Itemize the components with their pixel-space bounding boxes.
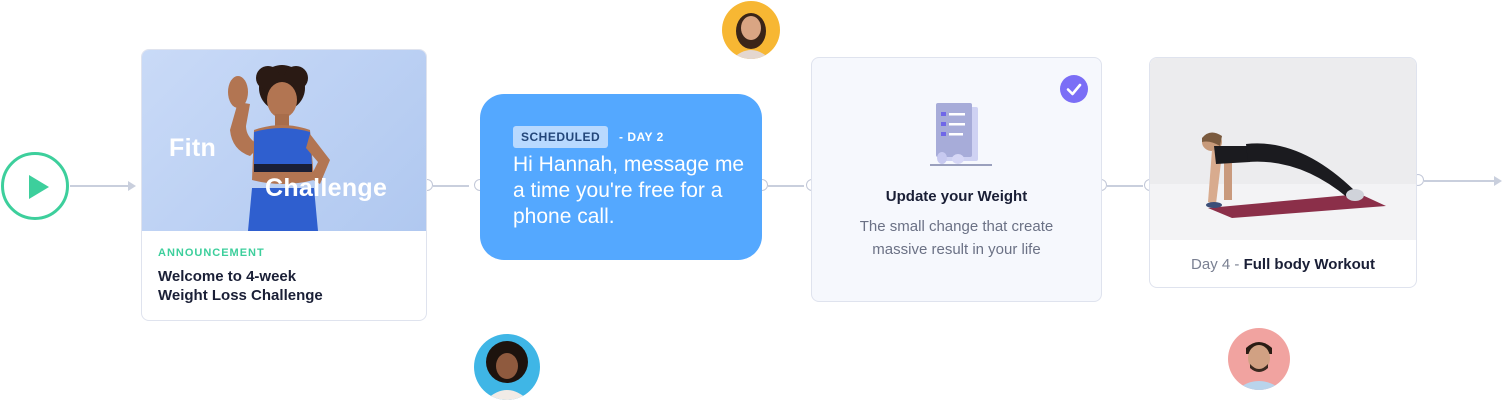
announcement-title-line1: Welcome to 4-week xyxy=(158,268,297,285)
arrowhead-end xyxy=(1494,176,1502,186)
workout-caption: Day 4 - Full body Workout xyxy=(1150,256,1416,273)
woman-waving-image xyxy=(228,65,330,231)
update-weight-card[interactable]: Update your Weight The small change that… xyxy=(811,57,1102,302)
avatar-woman-yellow-image xyxy=(732,13,770,59)
plank-workout-image xyxy=(1202,132,1386,218)
announcement-title-line2: Weight Loss Challenge xyxy=(158,287,323,304)
connector-1 xyxy=(433,185,469,187)
announcement-card[interactable]: Fitn Challenge ANNOUNCEMENT xyxy=(141,49,427,321)
scheduled-message-bubble[interactable]: SCHEDULED - DAY 2 Hi Hannah, message me … xyxy=(480,94,762,260)
avatar-man-pink-image xyxy=(1236,342,1282,390)
task-title: Update your Weight xyxy=(885,188,1028,205)
announcement-body: ANNOUNCEMENT Welcome to 4-week Weight Lo… xyxy=(158,247,410,305)
check-circle-icon xyxy=(1060,75,1088,103)
message-day-label: - DAY 2 xyxy=(619,130,664,144)
play-icon xyxy=(29,175,49,199)
avatar-woman-blue[interactable] xyxy=(474,334,540,400)
announcement-media: Fitn Challenge xyxy=(142,50,426,231)
media-text-fitn: Fitn xyxy=(169,134,217,162)
connector-end xyxy=(1424,180,1494,182)
workout-card[interactable]: Day 4 - Full body Workout xyxy=(1149,57,1417,288)
connector-start xyxy=(70,185,128,187)
avatar-man-pink[interactable] xyxy=(1228,328,1290,390)
workout-media xyxy=(1150,58,1416,240)
workout-day: Day 4 - xyxy=(1191,256,1240,273)
connector-3 xyxy=(1107,185,1143,187)
announcement-title: Welcome to 4-week Weight Loss Challenge xyxy=(158,267,410,305)
media-text-challenge: Challenge xyxy=(265,174,388,202)
arrowhead-1 xyxy=(128,181,136,191)
checklist-illustration-icon xyxy=(930,103,992,166)
task-description: The small change that create massive res… xyxy=(859,218,1054,258)
workout-name: Full body Workout xyxy=(1243,256,1375,273)
avatar-woman-blue-image xyxy=(486,341,528,400)
message-text: Hi Hannah, message me a time you're free… xyxy=(513,153,745,228)
play-button[interactable] xyxy=(1,152,69,220)
scheduled-badge: SCHEDULED xyxy=(513,126,609,148)
avatar-woman-yellow[interactable] xyxy=(722,1,780,59)
announcement-tag: ANNOUNCEMENT xyxy=(158,247,265,259)
connector-2 xyxy=(768,185,804,187)
